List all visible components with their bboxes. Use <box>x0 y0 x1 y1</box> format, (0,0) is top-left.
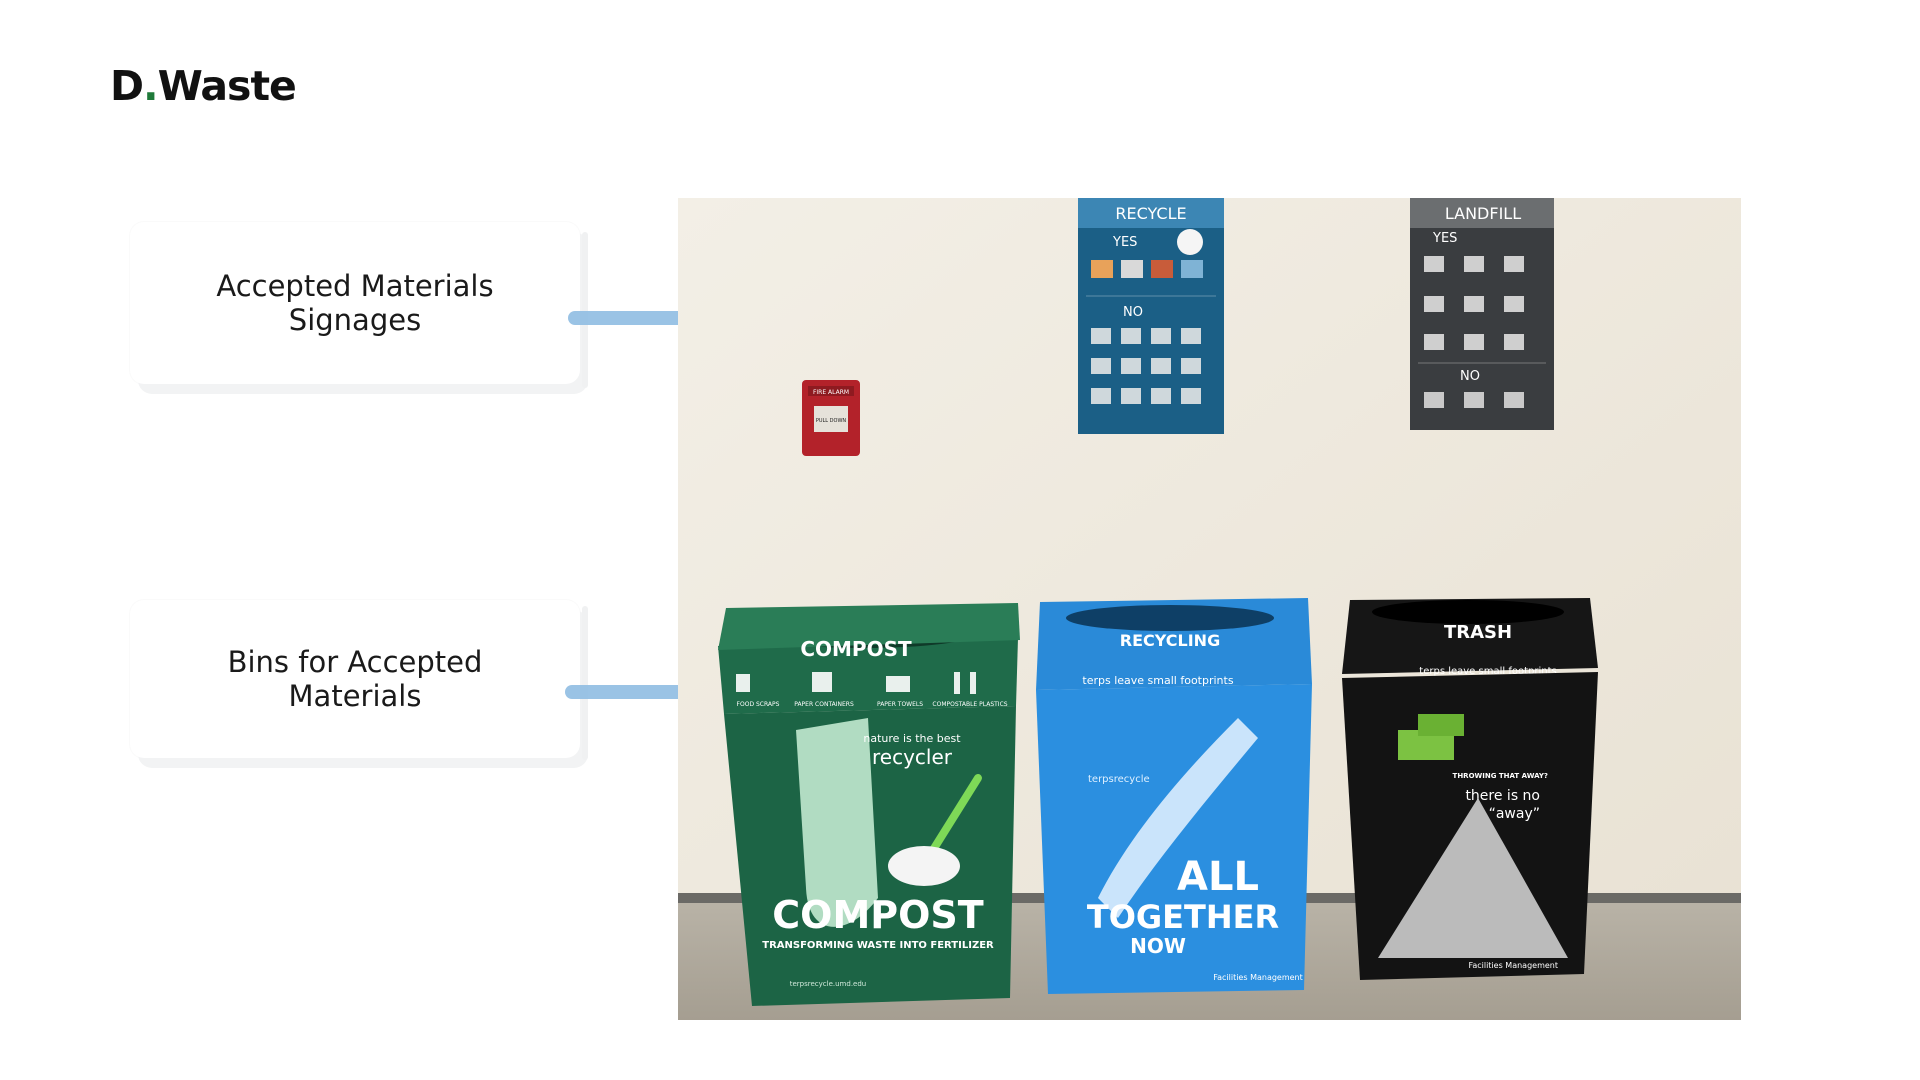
connector-bins-line <box>565 685 711 699</box>
brand-logo: D.Waste <box>110 62 297 110</box>
callout-bins: Bins for Accepted Materials <box>130 600 580 758</box>
recycling-stream-graphic <box>1098 718 1258 918</box>
compost-lid-label: COMPOST <box>800 637 912 661</box>
recycle-sign: RECYCLE YES NO <box>1078 198 1224 434</box>
recycle-sign-no: NO <box>1123 305 1143 320</box>
compost-main-label: COMPOST <box>772 893 984 937</box>
svg-text:TRANSFORMING WASTE INTO FERTIL: TRANSFORMING WASTE INTO FERTILIZER <box>762 940 994 951</box>
recycle-sign-title: RECYCLE <box>1115 204 1186 223</box>
svg-text:Facilities Management: Facilities Management <box>1468 961 1558 970</box>
callout-signage-label: Accepted Materials Signages <box>216 269 494 337</box>
svg-text:terpsrecycle.umd.edu: terpsrecycle.umd.edu <box>790 980 866 988</box>
svg-text:terps leave small footprints: terps leave small footprints <box>1419 666 1556 677</box>
callout-signage-edge <box>582 232 588 388</box>
landfill-sign: LANDFILL YES NO <box>1410 198 1554 430</box>
svg-text:there is no: there is no <box>1465 788 1540 804</box>
trash-pile-graphic <box>1378 798 1568 958</box>
svg-text:PULL DOWN: PULL DOWN <box>816 418 847 424</box>
svg-text:“away”: “away” <box>1489 806 1540 822</box>
recycling-lid-label: RECYCLING <box>1120 631 1220 650</box>
svg-text:COMPOSTABLE PLASTICS: COMPOSTABLE PLASTICS <box>932 701 1007 708</box>
svg-text:recycler: recycler <box>872 745 953 769</box>
fire-alarm: FIRE ALARM PULL DOWN <box>802 380 860 456</box>
svg-text:nature is the best: nature is the best <box>863 732 961 745</box>
svg-text:PAPER TOWELS: PAPER TOWELS <box>877 701 923 708</box>
svg-text:ALL: ALL <box>1177 854 1259 900</box>
recycling-bin: RECYCLING terps leave small footprints t… <box>1036 598 1312 994</box>
trash-lid-label: TRASH <box>1444 622 1512 643</box>
photo-illustration: FIRE ALARM PULL DOWN RECYCLE YES NO <box>678 198 1741 1020</box>
callout-bins-label: Bins for Accepted Materials <box>227 645 483 713</box>
brand-logo-dot: . <box>143 62 159 110</box>
landfill-sign-yes: YES <box>1432 231 1457 246</box>
compost-bin: COMPOST FOOD SCRAPS PAPER CONTAINERS PAP… <box>718 603 1020 1006</box>
trash-bin: TRASH terps leave small footprints THROW… <box>1342 598 1598 980</box>
svg-text:Facilities Management: Facilities Management <box>1213 973 1303 982</box>
svg-text:THROWING THAT AWAY?: THROWING THAT AWAY? <box>1453 772 1548 780</box>
compost-liner-bag <box>796 718 878 927</box>
svg-text:NOW: NOW <box>1130 934 1186 958</box>
svg-text:terps leave small footprints: terps leave small footprints <box>1082 674 1233 687</box>
svg-text:FOOD SCRAPS: FOOD SCRAPS <box>737 701 780 708</box>
svg-text:FIRE ALARM: FIRE ALARM <box>813 389 849 396</box>
svg-text:TOGETHER: TOGETHER <box>1087 898 1279 936</box>
callout-bins-edge <box>582 606 588 760</box>
recycle-sign-yes: YES <box>1112 235 1137 250</box>
landfill-sign-title: LANDFILL <box>1445 204 1521 223</box>
svg-text:terpsrecycle: terpsrecycle <box>1088 774 1150 785</box>
svg-text:PAPER CONTAINERS: PAPER CONTAINERS <box>794 701 854 708</box>
landfill-sign-no: NO <box>1460 369 1480 384</box>
callout-signage: Accepted Materials Signages <box>130 222 580 384</box>
waste-station-photo: FIRE ALARM PULL DOWN RECYCLE YES NO <box>678 198 1741 1020</box>
